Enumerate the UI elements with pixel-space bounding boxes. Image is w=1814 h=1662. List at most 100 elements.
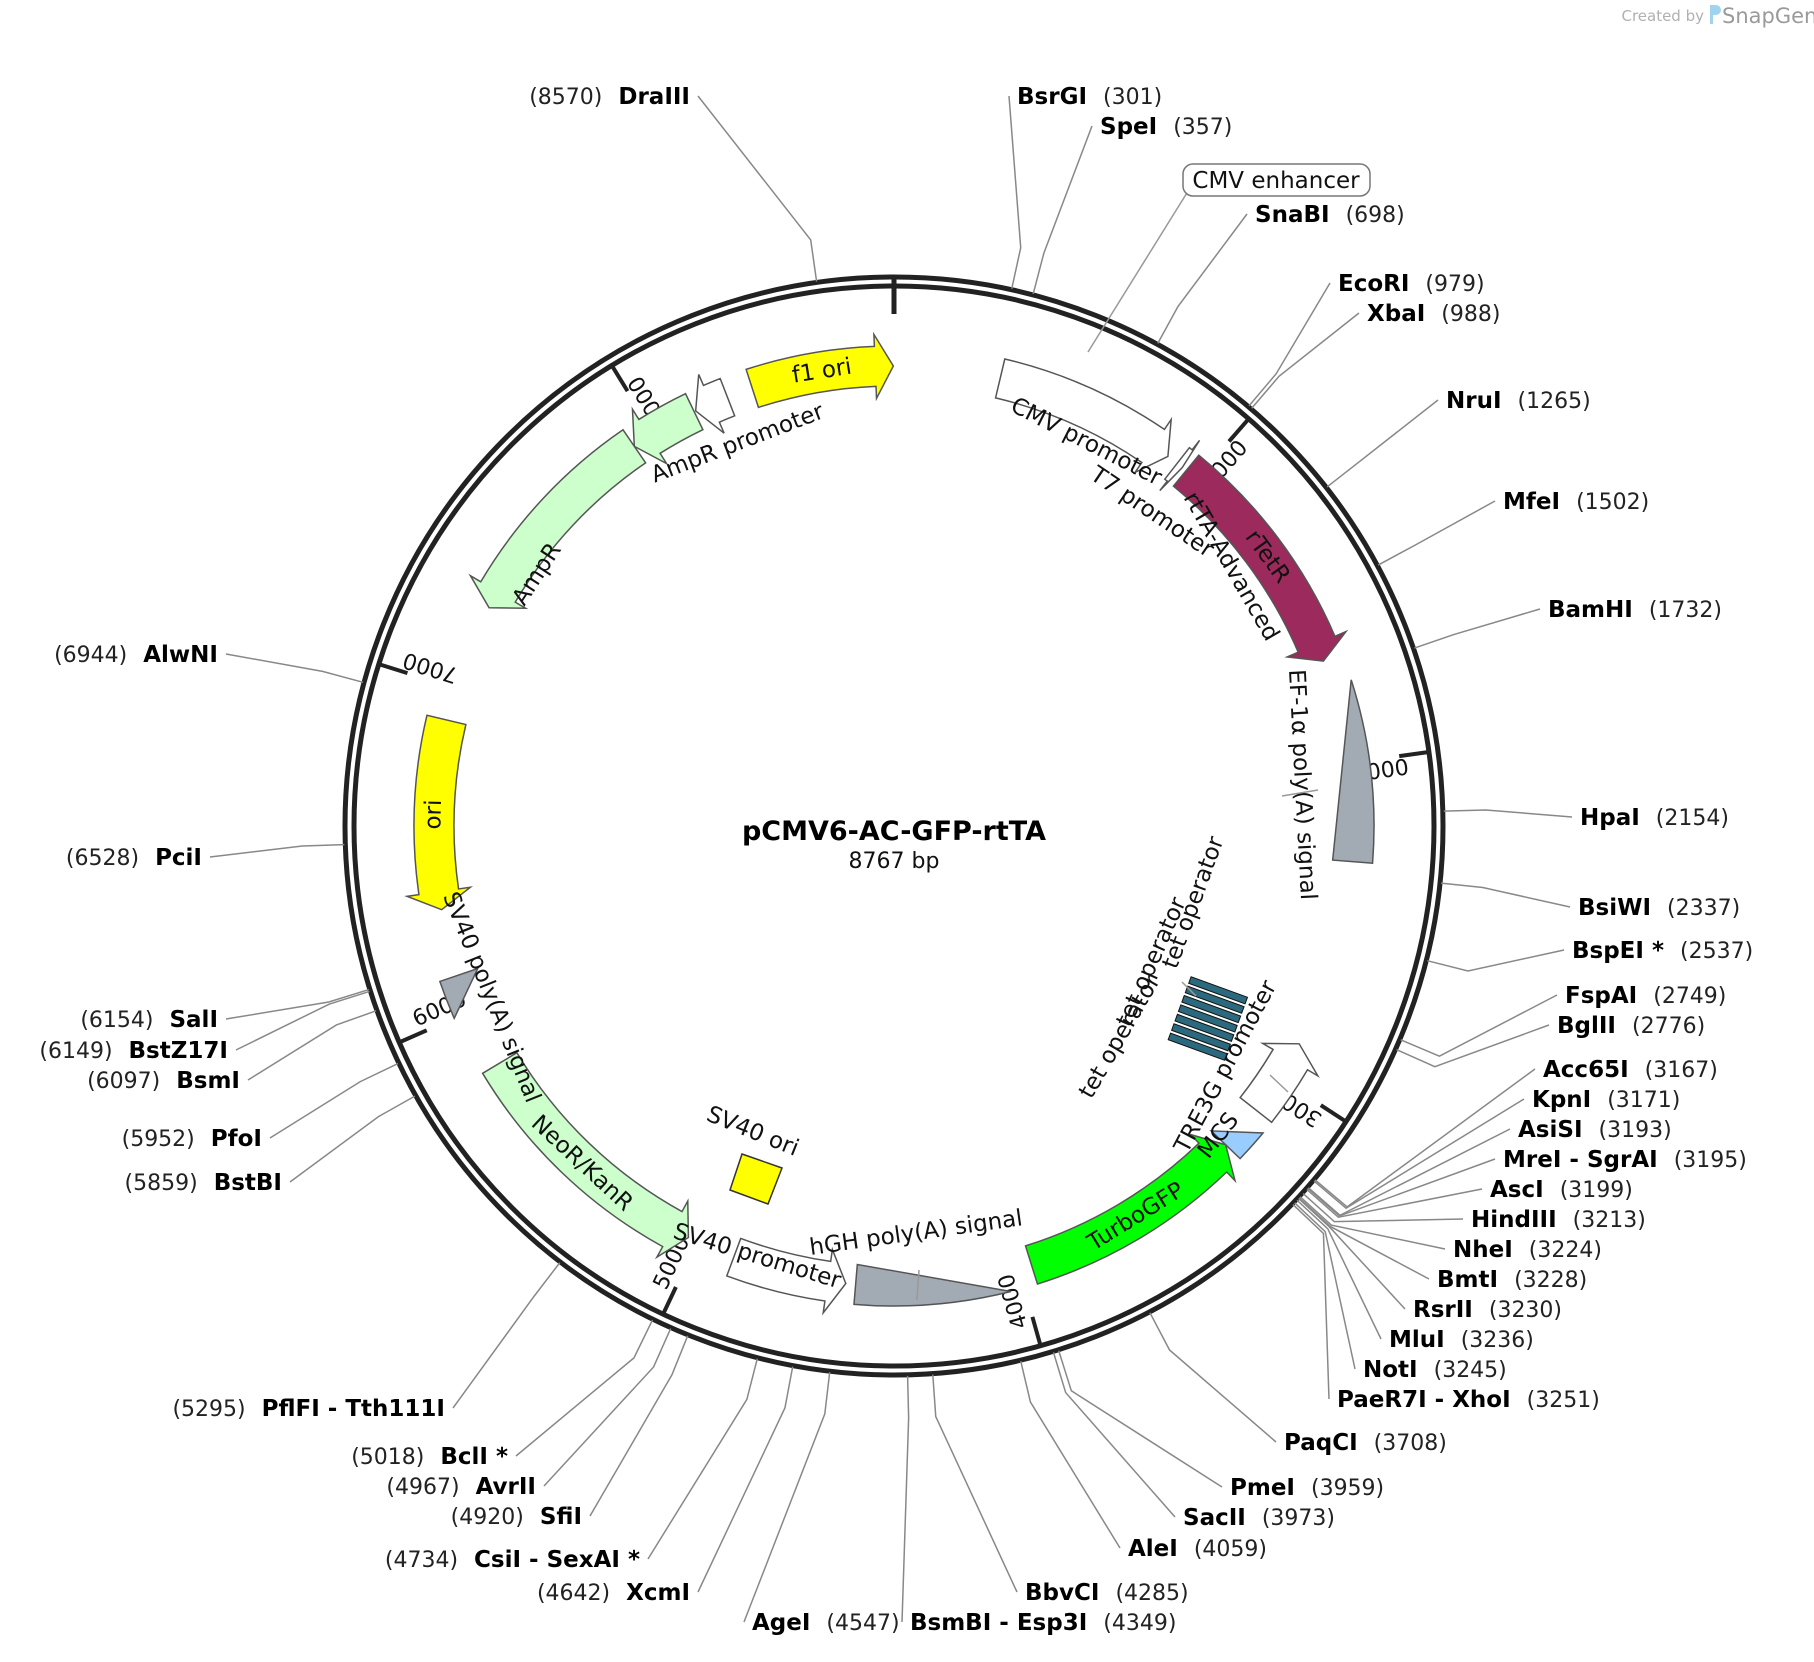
site-pfoi: (5952)PfoI (122, 1062, 399, 1152)
site-name: AgeI (752, 1610, 810, 1636)
site-leader (1306, 1188, 1483, 1218)
site-leader (1292, 1204, 1330, 1400)
site-pos: (2537) (1680, 939, 1753, 964)
site-csii-sexai: (4734)CsiI - SexAI * (385, 1358, 759, 1573)
site-leader (247, 1010, 377, 1081)
site-bamhi: BamHI(1732) (1414, 597, 1722, 649)
feature-cmv-promoter-shape (994, 358, 1173, 475)
site-leader (932, 1374, 1018, 1593)
site-sfii: (4920)SfiI (451, 1335, 689, 1530)
site-name: NheI (1453, 1237, 1513, 1263)
site-leader (1443, 809, 1573, 818)
tick-mark (610, 364, 630, 393)
site-leader (1296, 1199, 1382, 1340)
site-label: PaqCI(3708) (1284, 1430, 1447, 1456)
site-pos: (3224) (1529, 1238, 1602, 1263)
site-pos: (6528) (66, 846, 139, 871)
feature-unlabeled (694, 374, 736, 434)
site-label: (4642)XcmI (537, 1580, 690, 1606)
site-bcli: (5018)BclI * (351, 1319, 654, 1470)
site-label: SnaBI(698) (1255, 202, 1405, 228)
feature-ampr (468, 428, 647, 610)
feature-ef-1-poly-a-signal (1331, 679, 1375, 865)
site-name: XbaI (1367, 301, 1425, 327)
site-leader (1326, 399, 1439, 488)
site-label: (5952)PfoI (122, 1126, 262, 1152)
site-pos: (301) (1103, 85, 1162, 110)
site-label: (5859)BstBI (125, 1170, 282, 1196)
feature-sv40-promoter (725, 1237, 847, 1316)
site-pos: (4734) (385, 1548, 458, 1573)
site-name: NruI (1446, 388, 1502, 414)
site-pos: (1265) (1518, 389, 1591, 414)
site-pos: (6154) (80, 1008, 153, 1033)
site-kpni: KpnI(3171) (1313, 1087, 1680, 1210)
site-name: SpeI (1100, 114, 1157, 140)
tet-operator-boxes (1167, 976, 1249, 1061)
site-leader (1299, 1196, 1446, 1250)
site-leader (1008, 95, 1022, 289)
site-leader (1302, 1193, 1464, 1223)
site-pos: (698) (1346, 203, 1405, 228)
site-name: AlwNI (143, 642, 218, 668)
site-label: SpeI(357) (1100, 114, 1232, 140)
site-asci: AscI(3199) (1306, 1177, 1633, 1218)
site-name: BstZ17I (129, 1038, 228, 1064)
site-draiii: (8570)DraIII (529, 84, 818, 282)
site-label: RsrII(3230) (1413, 1297, 1562, 1323)
site-pos: (3195) (1674, 1148, 1747, 1173)
site-label: BspEI *(2537) (1572, 938, 1753, 964)
site-leader (235, 990, 370, 1051)
site-label: MfeI(1502) (1503, 489, 1649, 515)
site-leader (1157, 213, 1248, 344)
site-leader (697, 95, 818, 282)
site-pos: (3708) (1374, 1431, 1447, 1456)
site-name: MfeI (1503, 489, 1560, 515)
site-pos: (3251) (1527, 1388, 1600, 1413)
feature-cmv-promoter (994, 358, 1173, 475)
site-name: AsiSI (1518, 1117, 1583, 1143)
site-paqci: PaqCI(3708) (1149, 1312, 1447, 1456)
site-leader (515, 1319, 654, 1457)
site-name: BsrGI (1017, 84, 1087, 110)
site-name: AleI (1128, 1536, 1178, 1562)
site-label: (4920)SfiI (451, 1504, 582, 1530)
site-pos: (2749) (1653, 984, 1726, 1009)
site-sacii: SacII(3973) (1052, 1352, 1335, 1531)
site-label: (4967)AvrII (386, 1474, 536, 1500)
site-name: NotI (1363, 1357, 1418, 1383)
tick-mark (1227, 417, 1251, 443)
feature-label-layer: CMV enhancer rtTA-Advanced EF-1α poly(A)… (437, 163, 1371, 1301)
site-leader (209, 843, 345, 858)
site-label: BsmBI - Esp3I(4349) (910, 1610, 1176, 1636)
tick-mark (398, 1028, 428, 1045)
site-name: DraIII (618, 84, 690, 110)
site-paer7i-xhoi: PaeR7I - XhoI(3251) (1292, 1204, 1600, 1413)
feature-ori-shape (404, 714, 474, 911)
site-leader (452, 1262, 561, 1409)
site-name: PfoI (211, 1126, 262, 1152)
site-label: AsiSI(3193) (1518, 1117, 1672, 1143)
site-nhei: NheI (3224) (1299, 1196, 1602, 1263)
site-name: EcoRI (1338, 271, 1409, 297)
site-leader (901, 1375, 910, 1623)
site-snabi: SnaBI(698) (1157, 202, 1405, 344)
snapgene-logo-icon (1710, 5, 1721, 24)
plasmid-length: 8767 bp (849, 849, 940, 874)
site-leader (1377, 500, 1496, 566)
site-name: XcmI (626, 1580, 690, 1606)
site-label: (4734)CsiI - SexAI * (385, 1547, 640, 1573)
site-name: BamHI (1548, 597, 1633, 623)
site-leader (1032, 125, 1093, 295)
site-xcmi: (4642)XcmI (537, 1366, 794, 1606)
site-name: SalI (169, 1007, 218, 1033)
site-name: HindIII (1471, 1207, 1557, 1233)
site-label: Acc65I(3167) (1543, 1057, 1718, 1083)
site-label: (6149)BstZ17I (39, 1038, 228, 1064)
site-label: (5295)PflFI - Tth111I (172, 1396, 445, 1422)
site-hindiii: HindIII(3213) (1302, 1193, 1646, 1233)
site-label: AgeI(4547) (752, 1610, 900, 1636)
site-label: HpaI(2154) (1580, 805, 1729, 831)
restriction-sites: (8570)DraIII BsrGI (301) SpeI(357) SnaBI(698… (39, 84, 1753, 1636)
